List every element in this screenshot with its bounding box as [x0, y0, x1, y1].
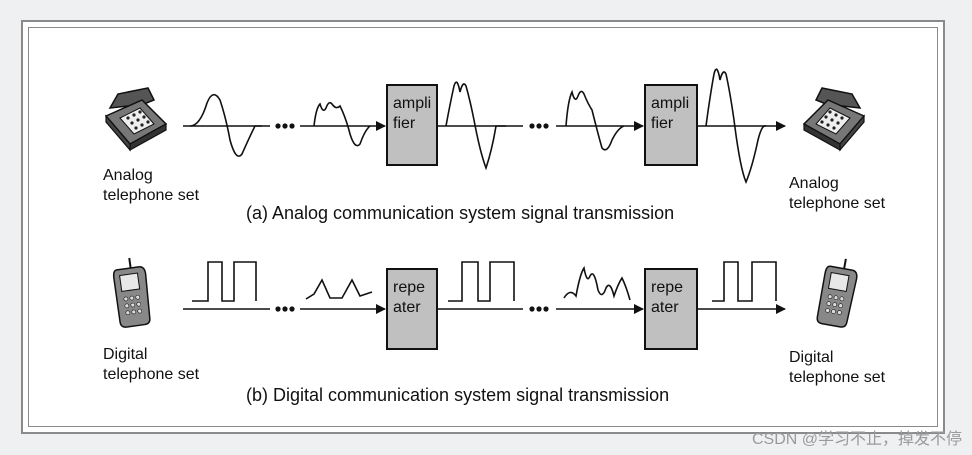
diagram-outer-frame [21, 20, 945, 434]
digital-telephone-label-right: Digital telephone set [789, 349, 886, 386]
digital-caption: (b) Digital communication system signal … [246, 385, 670, 405]
watermark: CSDN @学习不止，掉发不停 [751, 431, 962, 448]
repeater-box-2: repe ater [644, 268, 698, 350]
mobile-phone-icon [110, 255, 154, 329]
analog-telephone-label-left: Analog telephone set [103, 167, 200, 204]
amplifier-box-2: ampli fier [644, 84, 698, 166]
analog-ellipsis [275, 123, 549, 129]
repeater-box-1: repe ater [386, 268, 438, 350]
analog-waveforms [189, 68, 767, 185]
digital-ellipsis [275, 306, 549, 312]
digital-waveforms [192, 261, 777, 302]
digital-telephone-label-left: Digital telephone set [103, 346, 200, 383]
analog-telephone-label-right: Analog telephone set [789, 175, 886, 212]
desk-telephone-icon [105, 87, 167, 151]
analog-caption: (a) Analog communication system signal t… [246, 203, 675, 223]
amplifier-box-1: ampli fier [386, 84, 438, 166]
diagram-inner-frame [28, 27, 938, 427]
mobile-phone-icon [815, 254, 861, 330]
desk-telephone-icon [803, 87, 865, 151]
